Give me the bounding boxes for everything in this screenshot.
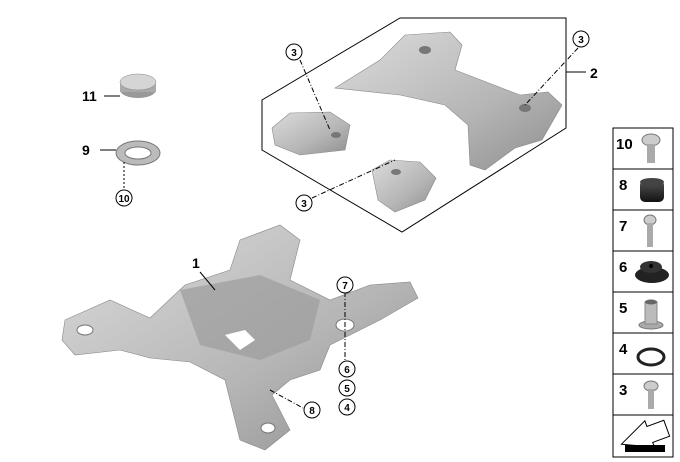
panel-label-5: 5 bbox=[619, 300, 627, 317]
callout-2: 2 bbox=[590, 65, 598, 81]
rubber-mount-icon bbox=[635, 261, 669, 283]
callout-6-circled: 6 bbox=[344, 365, 350, 376]
callouts-stack bbox=[303, 276, 356, 419]
small-cover-left bbox=[271, 111, 351, 156]
callout-3-top-left: 3 bbox=[291, 48, 297, 59]
callout-10-circled: 10 bbox=[118, 194, 130, 205]
arrow-icon bbox=[620, 419, 671, 452]
callout-8-circled: 8 bbox=[309, 406, 315, 417]
panel-label-4: 4 bbox=[619, 341, 628, 358]
cap-part-11 bbox=[104, 73, 157, 98]
callout-1: 1 bbox=[192, 255, 200, 271]
panel-label-8: 8 bbox=[619, 177, 627, 194]
callout-3-top-right: 3 bbox=[578, 35, 584, 46]
cover-part-2 bbox=[334, 31, 563, 171]
rubber-grommet-icon bbox=[640, 178, 664, 202]
small-cover-bottom bbox=[371, 159, 437, 213]
callout-11: 11 bbox=[82, 88, 97, 104]
callout-7-circled: 7 bbox=[342, 281, 348, 292]
panel-label-3: 3 bbox=[619, 382, 627, 399]
panel-label-6: 6 bbox=[619, 259, 627, 276]
torx-bolt-icon bbox=[643, 214, 657, 247]
panel-label-7: 7 bbox=[619, 218, 627, 235]
callout-9: 9 bbox=[82, 142, 90, 158]
callout-5-circled: 5 bbox=[344, 384, 350, 395]
callout-3-bottom: 3 bbox=[301, 199, 307, 210]
panel-label-10: 10 bbox=[616, 136, 633, 153]
callout-4-circled: 4 bbox=[344, 403, 350, 414]
kit-box-part-2 bbox=[261, 17, 567, 233]
ring-part-9 bbox=[100, 140, 161, 190]
parts-side-panel: 10 8 7 6 5 4 3 bbox=[612, 127, 674, 458]
torx-screw-icon bbox=[643, 380, 659, 409]
o-ring-icon bbox=[636, 347, 666, 367]
torx-screw-icon bbox=[641, 133, 661, 163]
sleeve-icon bbox=[638, 299, 664, 330]
